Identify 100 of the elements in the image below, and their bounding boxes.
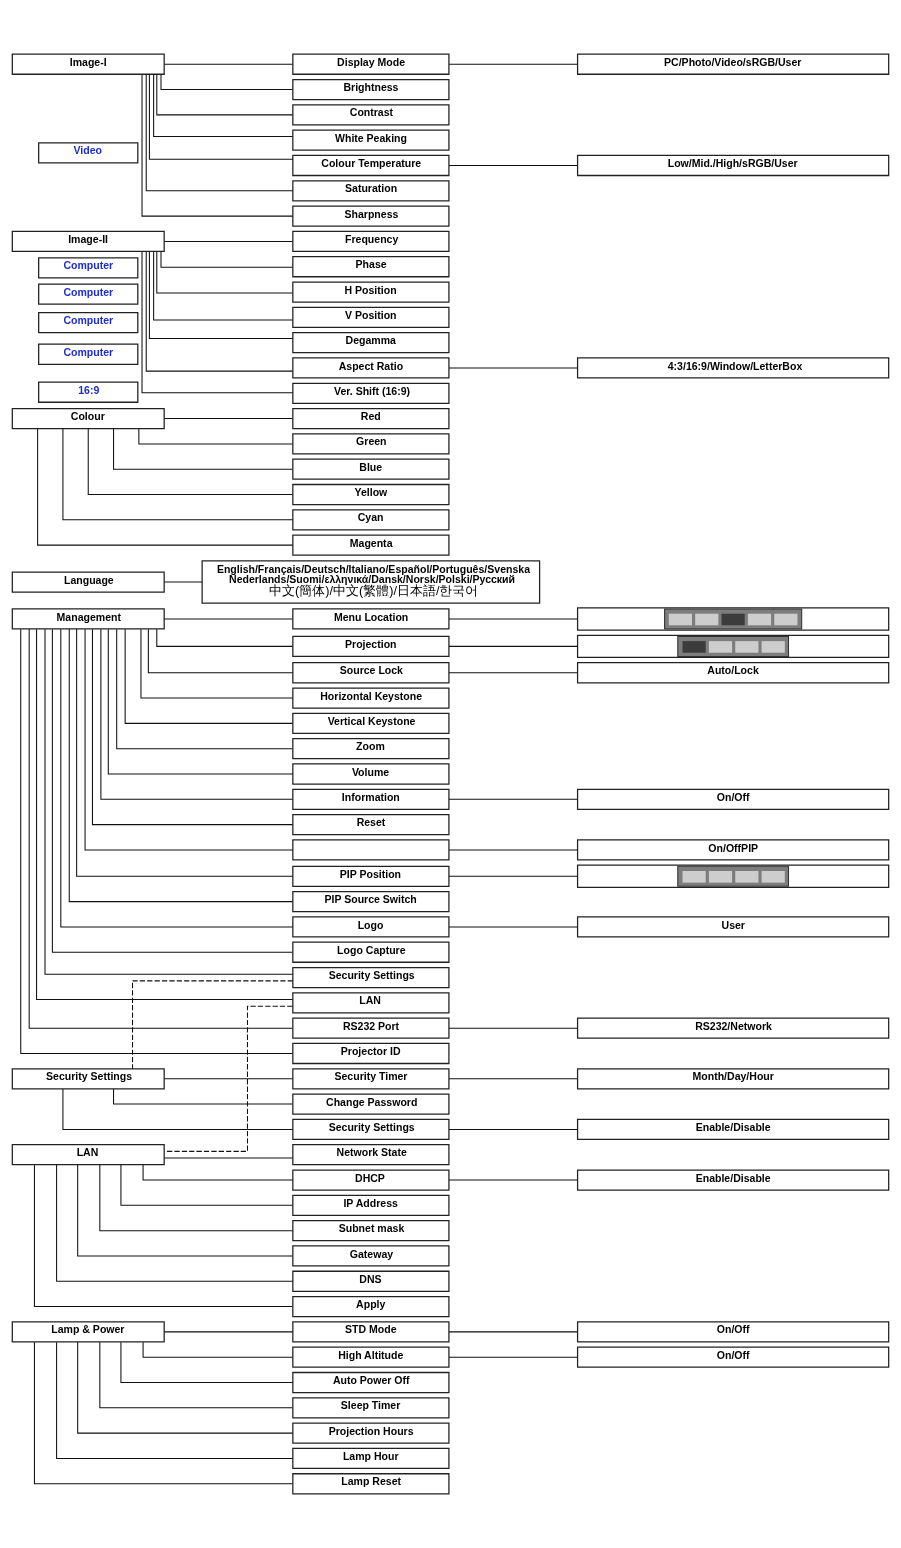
node-box: Month/Day/Hour: [576, 1068, 890, 1090]
connector: [141, 74, 294, 217]
connector: [160, 251, 294, 268]
connector: [142, 1164, 294, 1181]
connector: [156, 251, 294, 294]
node-box: PIP Source Switch: [292, 890, 450, 913]
node-box: Lamp Reset: [292, 1473, 450, 1495]
node-box: Security Settings: [292, 966, 450, 989]
connector: [107, 628, 294, 775]
node-box: Security Timer: [292, 1068, 450, 1090]
node-box: Sleep Timer: [292, 1397, 450, 1419]
connector: [448, 1331, 578, 1333]
node-box: User: [576, 916, 890, 938]
connector: [163, 240, 294, 242]
connector: [33, 1164, 293, 1308]
connector: [163, 618, 294, 620]
node-box: H Position: [292, 281, 450, 303]
node-box: Contrast: [292, 104, 450, 126]
node-box: Subnet mask: [292, 1220, 450, 1242]
node-box: Brightness: [292, 78, 450, 101]
connector: [140, 628, 294, 699]
node-box: Projection: [292, 635, 450, 658]
connector: [448, 164, 578, 166]
connector: [116, 628, 294, 750]
node-box: Apply: [292, 1295, 450, 1318]
node-box: Display Mode: [292, 53, 450, 75]
node-box: DNS: [292, 1270, 450, 1292]
node-box: STD Mode: [292, 1321, 450, 1343]
node-box: LAN: [292, 992, 450, 1014]
node-box: Low/Mid./High/sRGB/User: [576, 154, 890, 177]
connector: [138, 428, 294, 445]
node-box: Reset: [292, 813, 450, 836]
node-box: Auto Power Off: [292, 1371, 450, 1394]
connector: [448, 645, 578, 647]
connector: [448, 1179, 578, 1181]
connector: [163, 581, 203, 583]
node-box: Cyan: [292, 509, 450, 531]
connector: [163, 1078, 294, 1080]
node-box: Frequency: [292, 230, 450, 253]
connector: [160, 74, 294, 91]
connector: [148, 251, 294, 339]
node-box: Menu Location: [292, 608, 450, 630]
node-box: Computer: [38, 311, 139, 334]
node-box: Sharpness: [292, 205, 450, 227]
node-box: Degamma: [292, 332, 450, 354]
connector: [113, 428, 294, 470]
node-box: RS232 Port: [292, 1017, 450, 1039]
connector: [448, 618, 578, 620]
node-box: Magenta: [292, 534, 450, 556]
node-box: Enable/Disable: [576, 1169, 890, 1191]
connector: [124, 628, 294, 724]
node-box: Computer: [38, 343, 139, 365]
connector: [448, 1356, 578, 1358]
connector: [448, 1128, 578, 1130]
node-box: Red: [292, 407, 450, 430]
node-box: White Peaking: [292, 129, 450, 151]
node-box: V Position: [292, 306, 450, 328]
node-box: LAN: [11, 1144, 165, 1166]
node-box: Change Password: [292, 1093, 450, 1115]
node-box: Yellow: [292, 483, 450, 506]
connector: [448, 1078, 578, 1080]
node-box: Auto/Lock: [576, 662, 890, 684]
node-box: Saturation: [292, 180, 450, 202]
connector: [145, 74, 294, 192]
connector: [33, 1341, 293, 1485]
node-box: Image-I: [11, 53, 165, 75]
connector: [153, 73, 294, 137]
connector: [448, 1027, 578, 1029]
connector: [163, 1157, 294, 1159]
connector: [77, 1341, 294, 1434]
node-box: On/Off: [576, 1321, 890, 1343]
node-box: IP Address: [292, 1194, 450, 1216]
connector: [156, 73, 294, 116]
connector: [448, 926, 578, 928]
node-box: On/Off: [576, 788, 890, 810]
connector: [163, 418, 294, 420]
connector: [153, 251, 294, 321]
node-box: Security Settings: [11, 1068, 165, 1090]
node-box: Green: [292, 433, 450, 455]
node-box: Projector ID: [292, 1042, 450, 1065]
connector: [164, 1005, 294, 1152]
node-box: [292, 839, 450, 861]
node-box: Language: [11, 571, 165, 593]
connector: [448, 367, 578, 369]
connector: [448, 672, 578, 674]
node-box: PC/Photo/Video/sRGB/User: [576, 53, 890, 75]
connector: [77, 1164, 294, 1257]
connector: [87, 428, 294, 496]
connector: [99, 1341, 293, 1409]
node-box: Zoom: [292, 738, 450, 760]
node-box: Security Settings: [292, 1118, 450, 1141]
node-box: Horizontal Keystone: [292, 687, 450, 709]
node-box: Projection Hours: [292, 1422, 450, 1444]
node-box: Ver. Shift (16:9): [292, 382, 450, 404]
node-box: Logo: [292, 916, 450, 938]
connector: [113, 1088, 294, 1105]
connector: [132, 980, 294, 1070]
node-box: Lamp & Power: [11, 1321, 165, 1343]
connector: [448, 63, 578, 65]
connector: [62, 428, 294, 521]
